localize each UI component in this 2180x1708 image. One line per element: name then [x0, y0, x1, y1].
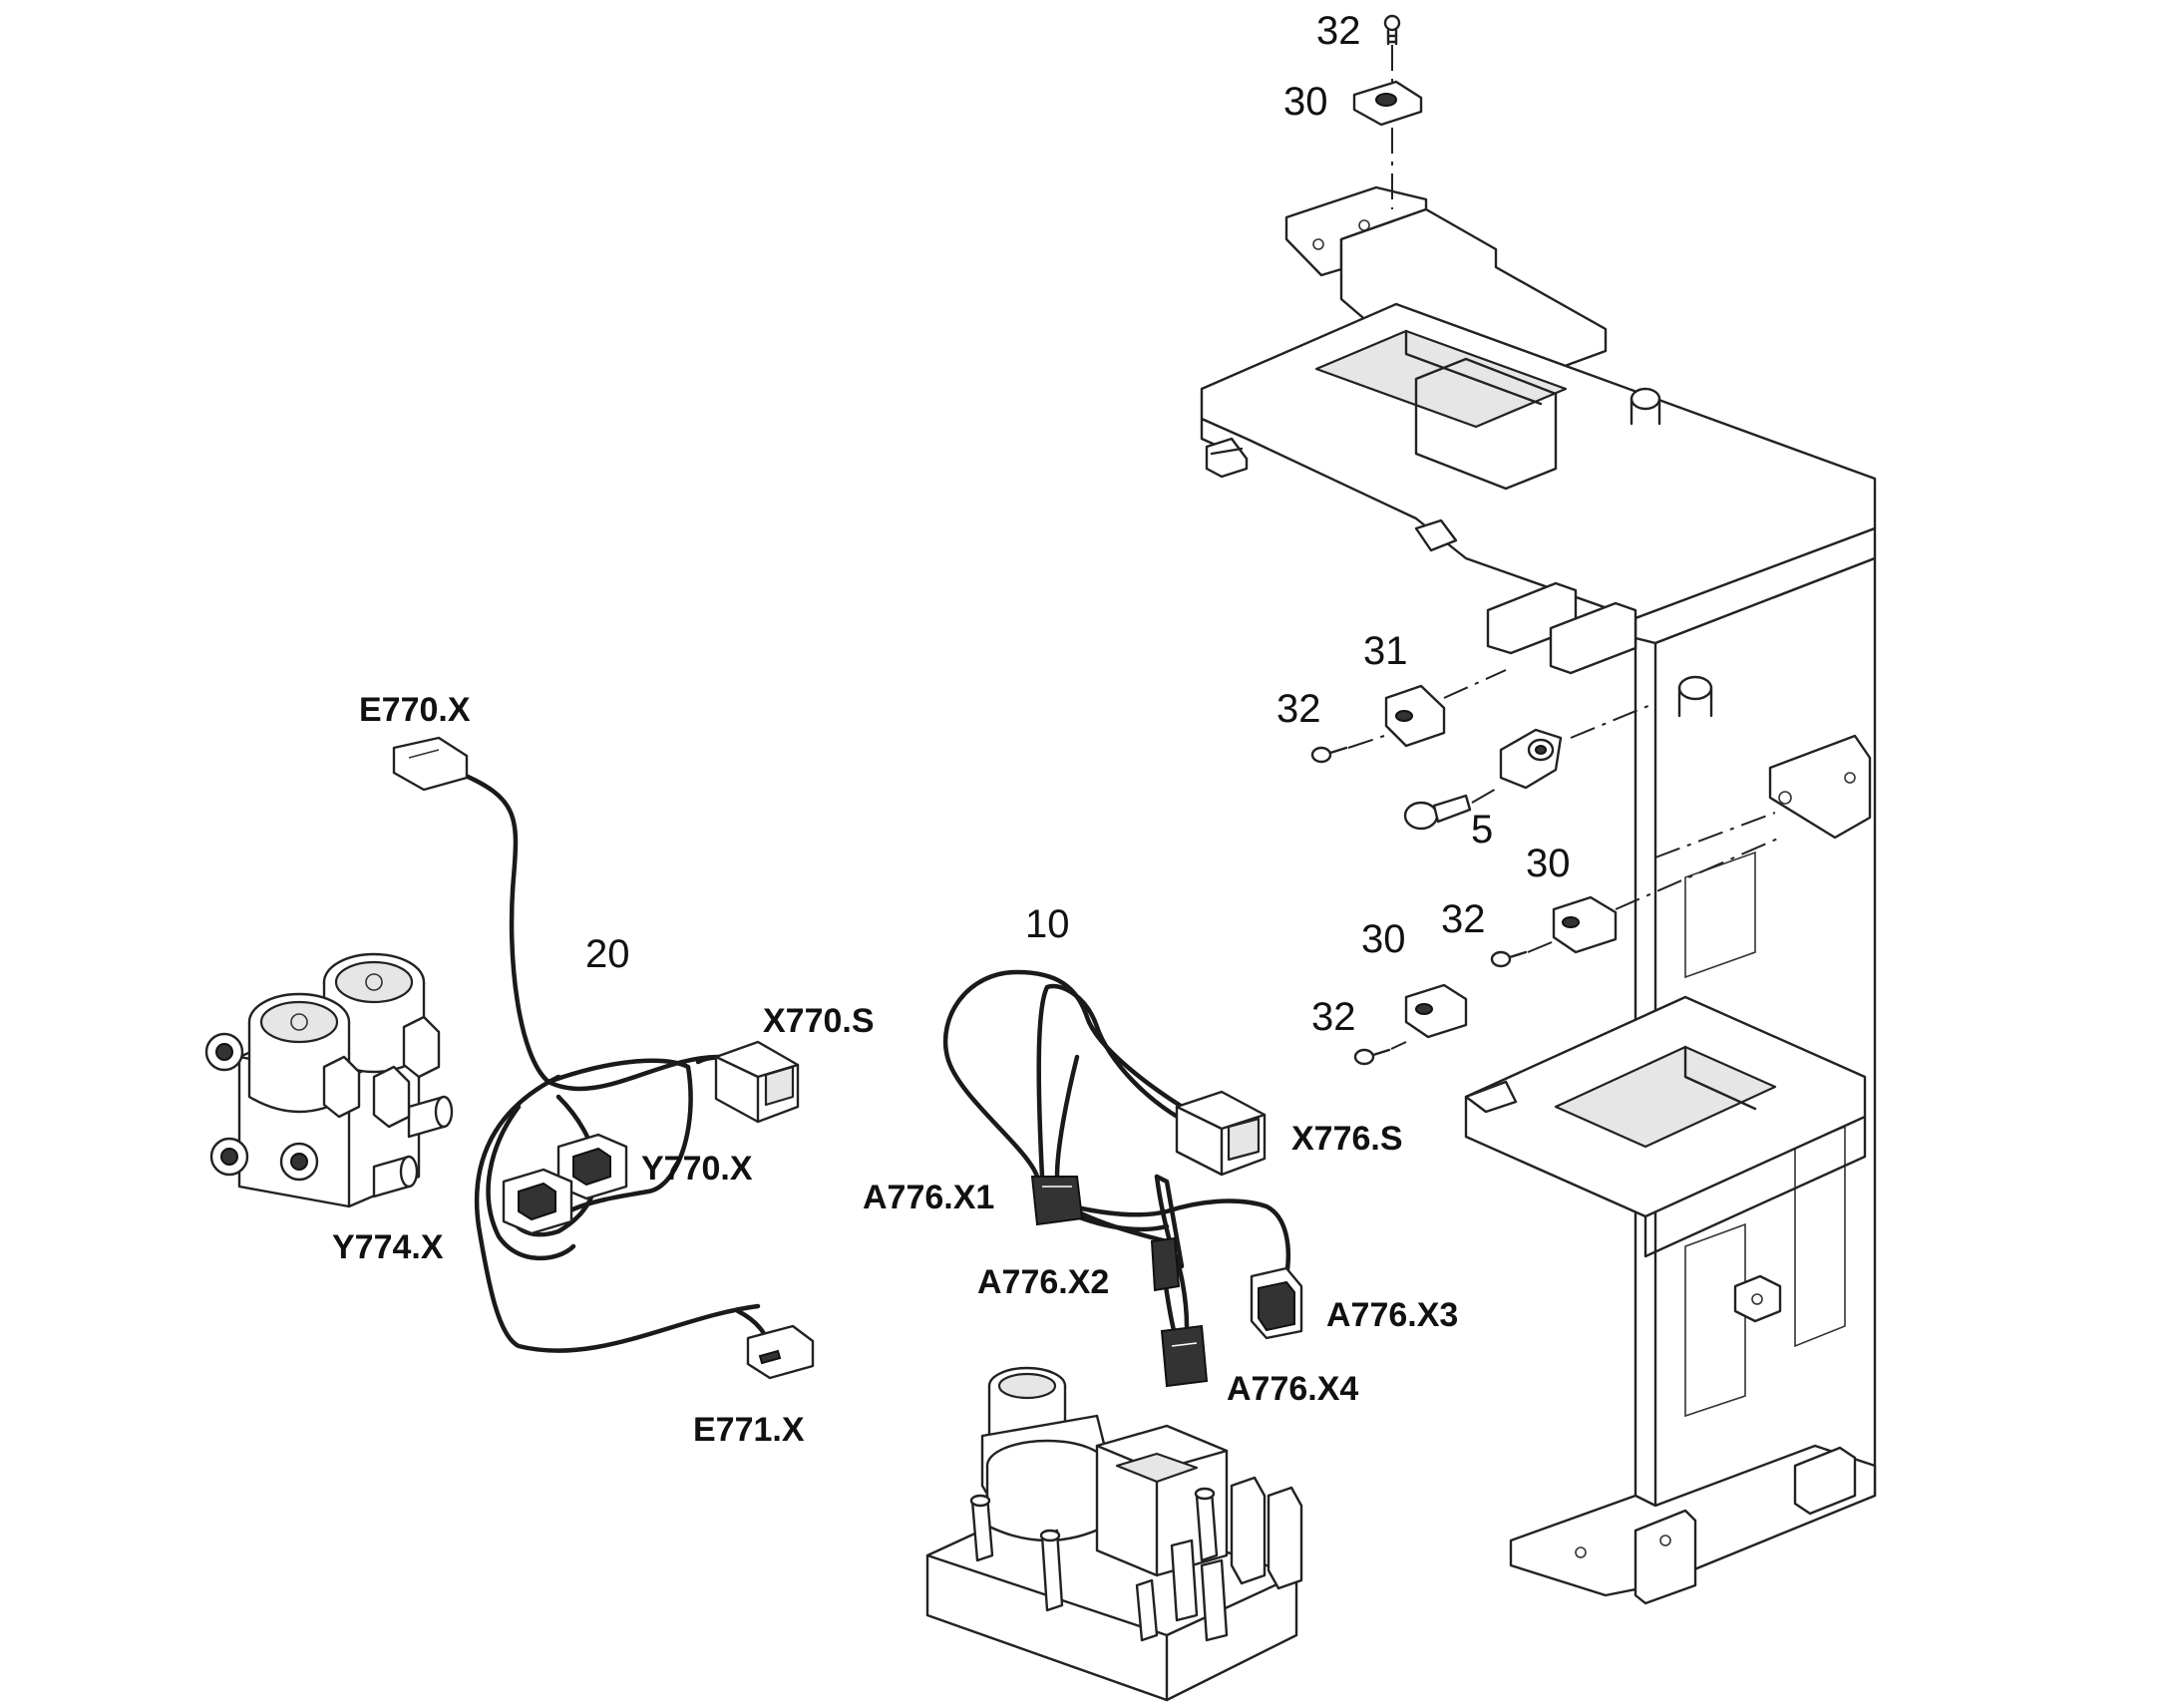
- label-a776x1: A776.X1: [863, 1179, 994, 1216]
- assembly-line-5: [1471, 702, 1656, 804]
- label-a776x2: A776.X2: [977, 1263, 1109, 1301]
- connector-x770s: [714, 1040, 800, 1124]
- label-part-32-low: 32: [1311, 995, 1356, 1039]
- connector-x776s: [1175, 1090, 1267, 1177]
- connector-e770x: [392, 736, 469, 792]
- connector-a776x2: [1150, 1236, 1181, 1292]
- label-e770x: E770.X: [359, 691, 471, 729]
- assembly-line-30l: [1390, 1041, 1407, 1050]
- clip-30-right: [1552, 895, 1618, 954]
- label-e771x: E771.X: [693, 1411, 805, 1449]
- clip-31: [1384, 684, 1446, 748]
- valve-block: [204, 952, 454, 1208]
- label-part-32-mid: 32: [1276, 687, 1321, 731]
- label-a776x4: A776.X4: [1227, 1370, 1358, 1408]
- label-part-30-left: 30: [1361, 917, 1406, 961]
- screw-32-mid: [1310, 746, 1348, 764]
- label-a776x3: A776.X3: [1326, 1296, 1458, 1334]
- label-part-5: 5: [1471, 808, 1493, 852]
- label-part-32-top: 32: [1316, 9, 1361, 53]
- label-x776s: X776.S: [1291, 1120, 1403, 1158]
- pump-module: [925, 1366, 1303, 1702]
- assembly-line-31: [1347, 669, 1507, 749]
- connector-e771x: [746, 1324, 815, 1380]
- clamp-5: [1499, 728, 1563, 790]
- assembly-line-30r: [1527, 837, 1781, 953]
- label-x770s: X770.S: [763, 1002, 875, 1040]
- screw-32-right: [1490, 950, 1528, 968]
- label-part-20: 20: [585, 932, 630, 976]
- clip-30-left: [1404, 983, 1468, 1039]
- bolt-5: [1403, 794, 1472, 831]
- screw-32-top: [1383, 14, 1401, 46]
- connector-a776x1: [1030, 1176, 1084, 1226]
- label-part-31: 31: [1363, 629, 1408, 673]
- mounting-bracket: [1200, 185, 1877, 1605]
- assembly-line-5b: [1654, 812, 1776, 858]
- label-y774x: Y774.X: [332, 1228, 444, 1266]
- label-part-32-right: 32: [1441, 897, 1486, 941]
- connector-a776x4: [1160, 1324, 1209, 1388]
- label-y770x: Y770.X: [641, 1150, 753, 1188]
- label-part-10: 10: [1025, 902, 1070, 946]
- label-part-30-right: 30: [1526, 842, 1571, 885]
- label-part-30-top: 30: [1283, 80, 1328, 124]
- connector-a776x3: [1250, 1266, 1303, 1340]
- connector-y774x: [502, 1168, 573, 1235]
- clip-30-top: [1352, 80, 1423, 127]
- screw-32-low: [1353, 1048, 1391, 1066]
